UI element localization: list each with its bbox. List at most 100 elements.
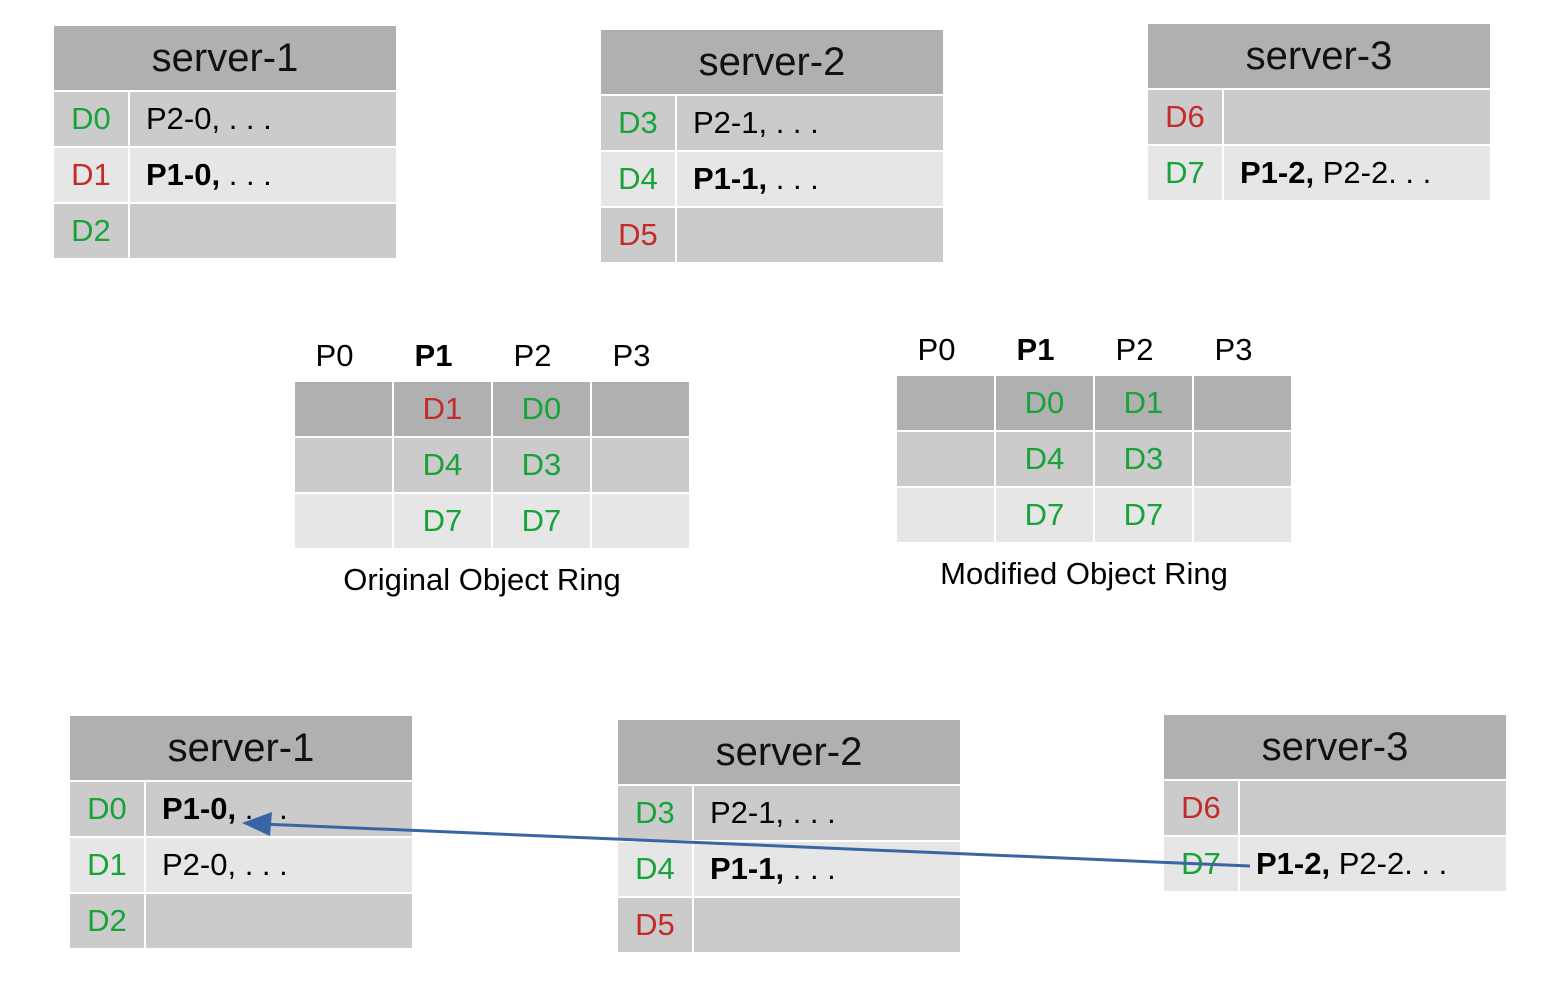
ring-cell xyxy=(592,494,689,548)
original-object-ring: P0 P1 P2 P3 D1 D0 D4 D3 D7 D7 Original O… xyxy=(285,330,689,598)
column-p3: P3 xyxy=(1214,332,1253,367)
disk-label: D6 xyxy=(1164,781,1240,835)
partition-rest: . . . xyxy=(784,851,836,886)
partition-bold: P1-2, xyxy=(1256,846,1331,881)
column-p1-label: P1 xyxy=(414,338,453,373)
column-p2: P2 xyxy=(1115,332,1154,367)
server-title: server-2 xyxy=(601,30,943,96)
disk-label: D4 xyxy=(618,842,694,896)
column-p1: P1 xyxy=(986,324,1085,376)
disk-row: D7 P1-2, P2-2. . . xyxy=(1148,146,1490,200)
disk-label: D2 xyxy=(54,204,130,258)
disk-row: D5 xyxy=(601,208,943,262)
partition-bold: P1-1, xyxy=(710,851,785,886)
disk-content: P1-1, . . . xyxy=(694,842,960,896)
disk-row: D4 P1-1, . . . xyxy=(601,152,943,208)
column-p0: P0 xyxy=(917,332,956,367)
disk-label: D0 xyxy=(70,782,146,836)
disk-label: D5 xyxy=(618,898,694,952)
disk-content: P1-2, P2-2. . . xyxy=(1240,837,1506,891)
server-title: server-1 xyxy=(54,26,396,92)
ring-cell: D4 xyxy=(996,432,1093,486)
partition-rest: P2-2. . . xyxy=(1330,846,1448,881)
ring-grid: D0 D1 D4 D3 D7 D7 xyxy=(897,376,1291,542)
server-title: server-3 xyxy=(1148,24,1490,90)
ring-cell xyxy=(295,494,392,548)
disk-content xyxy=(677,208,943,262)
disk-row: D3 P2-1, . . . xyxy=(601,96,943,152)
disk-row: D6 xyxy=(1148,90,1490,146)
ring-cell: D7 xyxy=(394,494,491,548)
ring-cell: D1 xyxy=(394,382,491,436)
ring-cell xyxy=(592,438,689,492)
ring-cell xyxy=(897,376,994,430)
partition-bold: P1-2, xyxy=(1240,155,1315,190)
ring-cell: D7 xyxy=(1095,488,1192,542)
disk-content: P2-0, . . . xyxy=(146,101,272,136)
disk-row: D7 P1-2, P2-2. . . xyxy=(1164,837,1506,891)
disk-label: D7 xyxy=(1148,146,1224,200)
partition-rest: . . . xyxy=(220,157,272,192)
disk-row: D2 xyxy=(54,204,396,258)
column-p3: P3 xyxy=(612,338,651,373)
disk-label: D6 xyxy=(1148,90,1224,144)
ring-cell xyxy=(1194,488,1291,542)
disk-content: P1-2, P2-2. . . xyxy=(1224,146,1490,200)
ring-cell xyxy=(295,382,392,436)
top-server-2: server-2 D3 P2-1, . . . D4 P1-1, . . . D… xyxy=(601,30,943,262)
disk-row: D6 xyxy=(1164,781,1506,837)
bottom-server-1: server-1 D0 P1-0, . . . D1 P2-0, . . . D… xyxy=(70,716,412,948)
disk-content xyxy=(694,898,960,952)
disk-content xyxy=(1224,90,1490,144)
ring-caption: Modified Object Ring xyxy=(940,556,1228,591)
disk-label: D1 xyxy=(70,838,146,892)
ring-cell xyxy=(1194,376,1291,430)
partition-bold: P1-0, xyxy=(162,791,237,826)
column-p0: P0 xyxy=(315,338,354,373)
disk-label: D1 xyxy=(54,148,130,202)
partition-rest: . . . xyxy=(236,791,288,826)
server-title: server-2 xyxy=(618,720,960,786)
disk-label: D7 xyxy=(1164,837,1240,891)
ring-cell: D1 xyxy=(1095,376,1192,430)
ring-cell xyxy=(1194,432,1291,486)
disk-label: D5 xyxy=(601,208,677,262)
bottom-server-2: server-2 D3 P2-1, . . . D4 P1-1, . . . D… xyxy=(618,720,960,952)
disk-row: D0 P2-0, . . . xyxy=(54,92,396,148)
top-server-3: server-3 D6 D7 P1-2, P2-2. . . xyxy=(1148,24,1490,200)
disk-row: D3 P2-1, . . . xyxy=(618,786,960,842)
disk-row: D1 P2-0, . . . xyxy=(70,838,412,894)
disk-content: P2-1, . . . xyxy=(710,795,836,830)
ring-cell: D0 xyxy=(996,376,1093,430)
disk-content: P2-1, . . . xyxy=(693,105,819,140)
partition-rest: . . . xyxy=(767,161,819,196)
disk-row: D2 xyxy=(70,894,412,948)
ring-cell xyxy=(592,382,689,436)
ring-cell xyxy=(897,488,994,542)
ring-cell: D7 xyxy=(996,488,1093,542)
disk-row: D5 xyxy=(618,898,960,952)
ring-cell xyxy=(295,438,392,492)
column-p2: P2 xyxy=(513,338,552,373)
partition-bold: P1-0, xyxy=(146,157,221,192)
column-p1: P1 xyxy=(384,330,483,382)
disk-content: P1-0, . . . xyxy=(146,782,412,836)
ring-cell xyxy=(897,432,994,486)
ring-cell: D0 xyxy=(493,382,590,436)
disk-label: D0 xyxy=(54,92,130,146)
disk-row: D4 P1-1, . . . xyxy=(618,842,960,898)
ring-cell: D3 xyxy=(1095,432,1192,486)
ring-cell: D7 xyxy=(493,494,590,548)
partition-bold: P1-1, xyxy=(693,161,768,196)
disk-label: D2 xyxy=(70,894,146,948)
modified-object-ring: P0 P1 P2 P3 D0 D1 D4 D3 D7 D7 Modified O… xyxy=(887,324,1291,592)
bottom-server-3: server-3 D6 D7 P1-2, P2-2. . . xyxy=(1164,715,1506,891)
ring-cell: D4 xyxy=(394,438,491,492)
ring-caption: Original Object Ring xyxy=(343,562,621,597)
ring-cell: D3 xyxy=(493,438,590,492)
disk-row: D0 P1-0, . . . xyxy=(70,782,412,838)
disk-label: D3 xyxy=(618,786,694,840)
server-title: server-1 xyxy=(70,716,412,782)
ring-columns: P0 P1 P2 P3 xyxy=(887,324,1291,376)
ring-columns: P0 P1 P2 P3 xyxy=(285,330,689,382)
